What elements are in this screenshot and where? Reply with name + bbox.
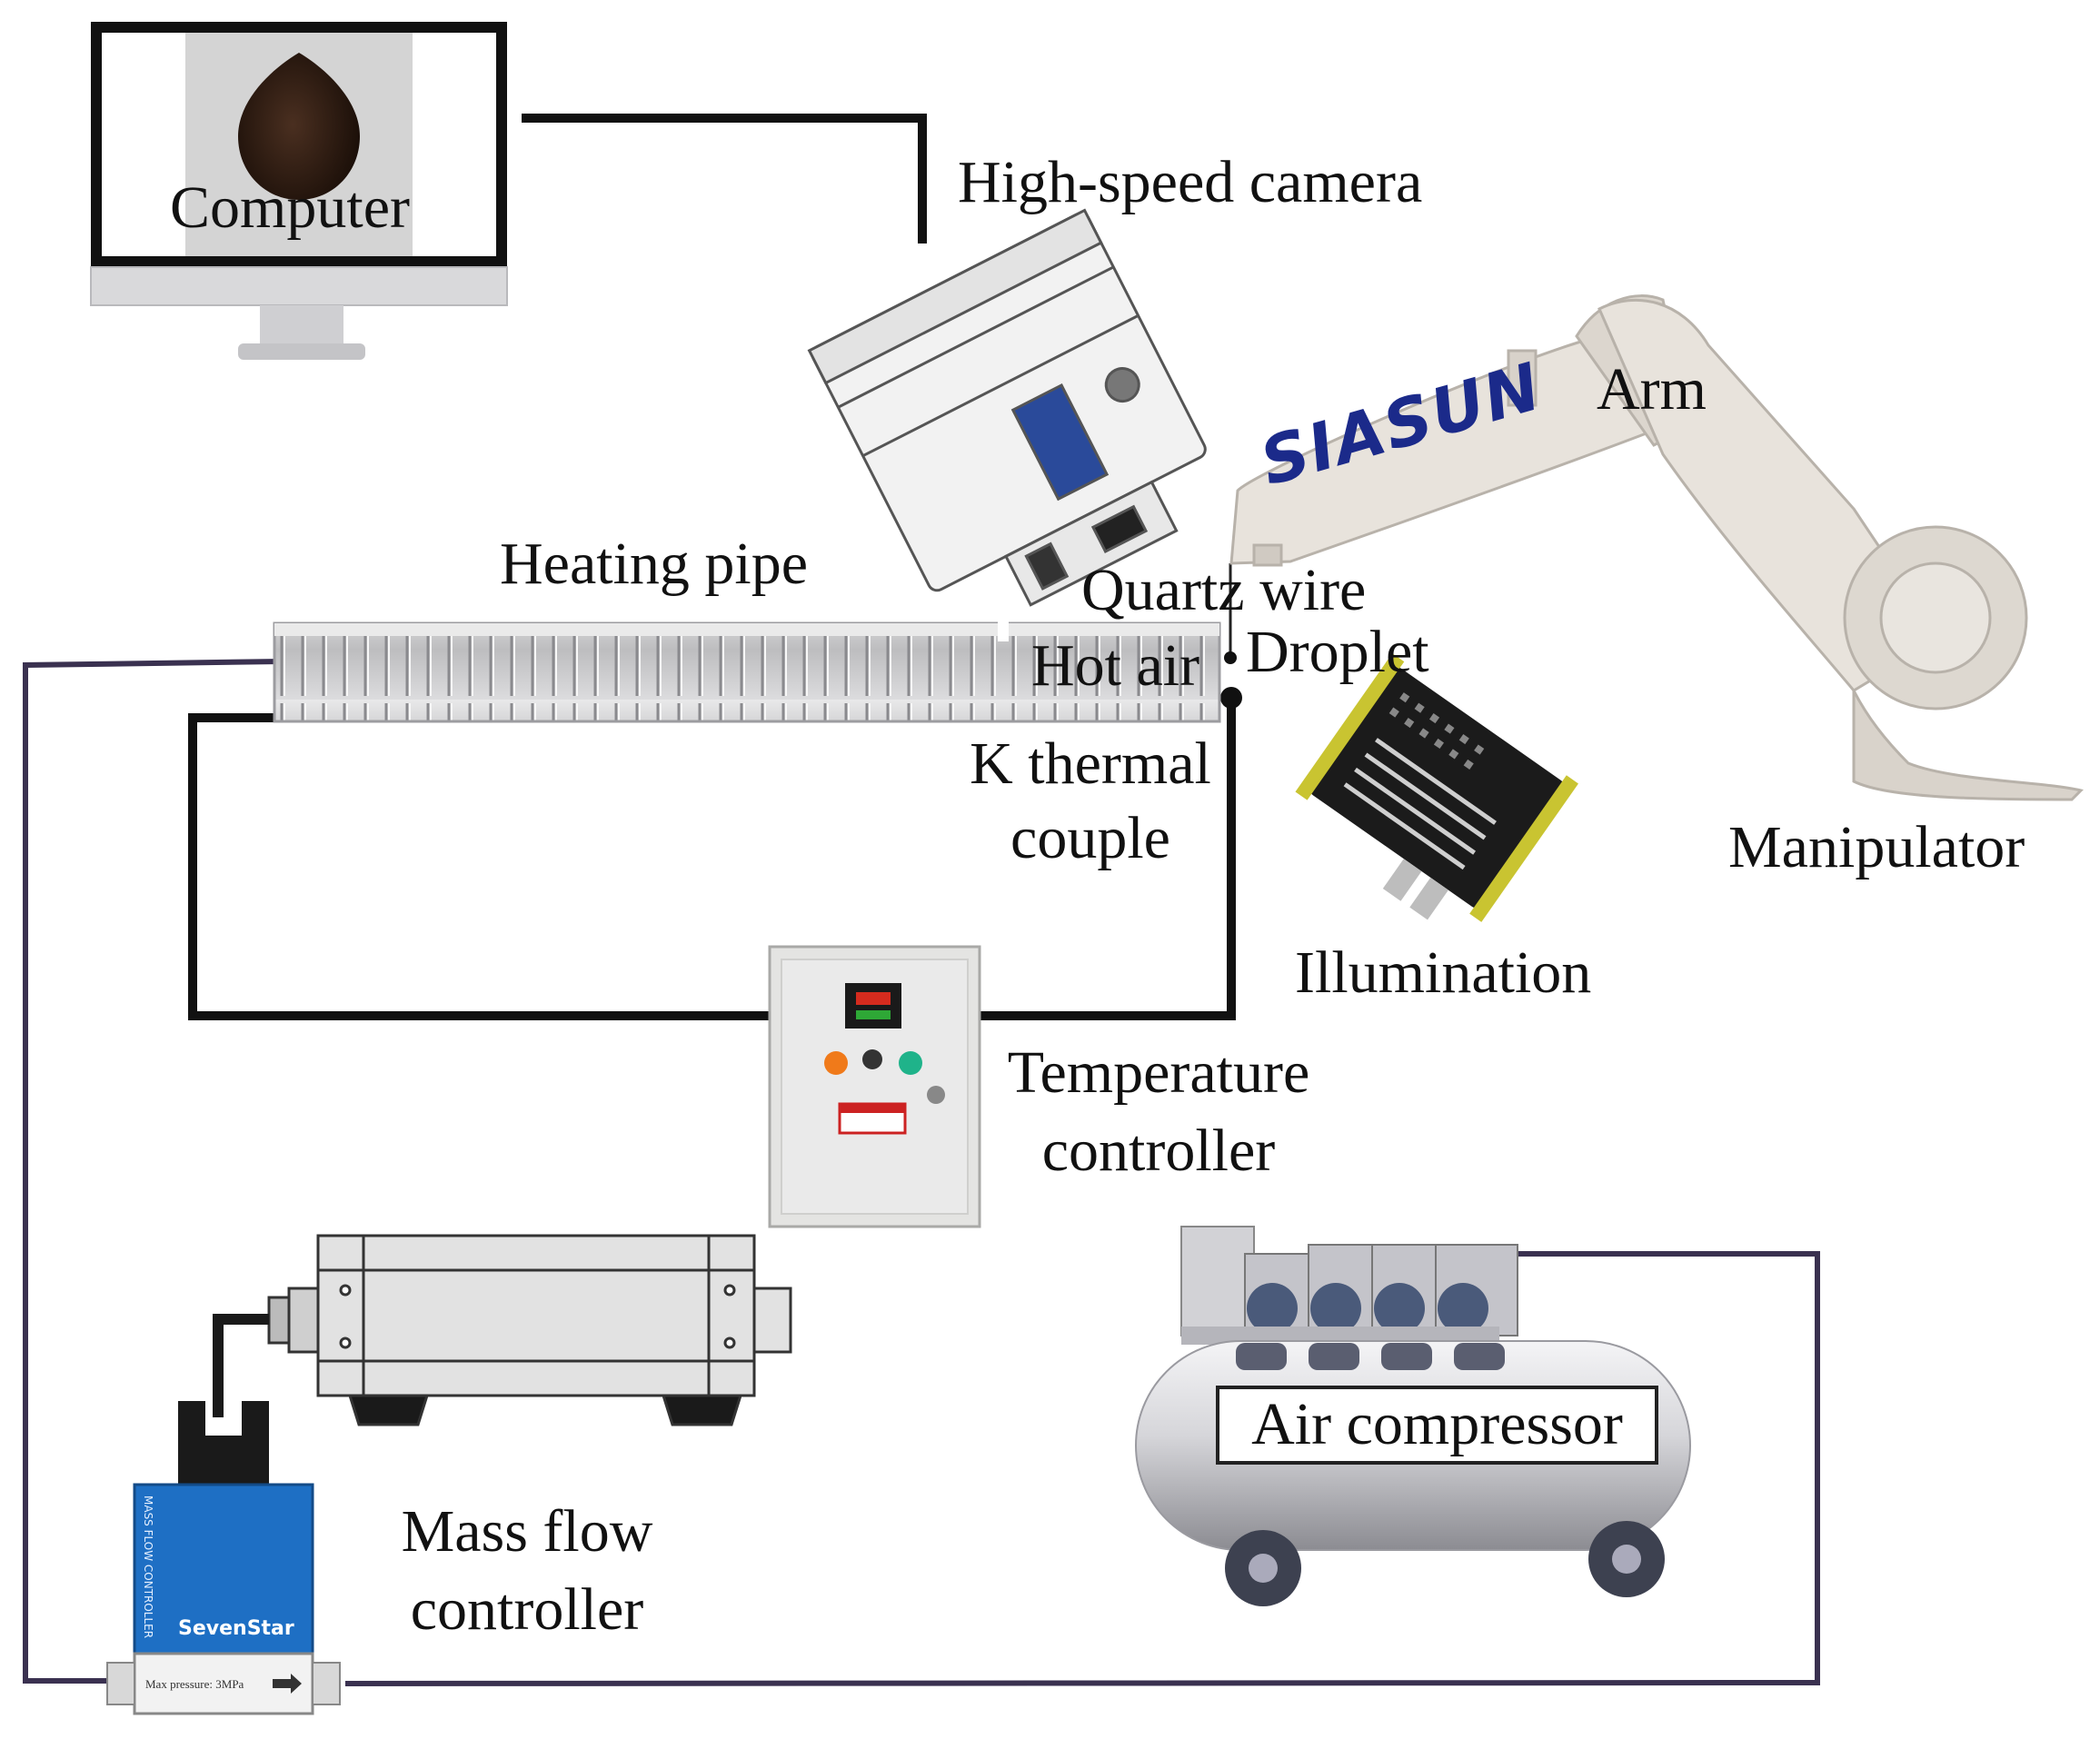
robot-manipulator	[1229, 294, 2084, 801]
computer-monitor	[90, 22, 508, 360]
label-mass-flow-line2: controller	[410, 1576, 644, 1643]
droplet-image	[238, 33, 360, 200]
signal-wires	[188, 114, 1236, 1020]
illumination-panel	[1295, 653, 1578, 922]
thermocouple-tip	[1220, 687, 1242, 709]
heating-pipe	[273, 620, 1221, 723]
label-computer: Computer	[170, 174, 410, 241]
label-temperature-line1: Temperature	[1007, 1039, 1310, 1106]
label-manipulator: Manipulator	[1728, 814, 2025, 880]
heater-unit	[267, 1234, 792, 1426]
mfc-plate-text: Max pressure: 3MPa	[145, 1677, 244, 1691]
label-hot-air: Hot air	[1031, 632, 1200, 699]
label-heating-pipe: Heating pipe	[500, 531, 809, 597]
label-k-thermal-line2: couple	[1010, 805, 1170, 871]
mfc-vertical-text: MASS FLOW CONTROLLER	[142, 1496, 154, 1639]
label-air-compressor: Air compressor	[1216, 1386, 1658, 1465]
label-mass-flow-line1: Mass flow	[401, 1498, 653, 1565]
label-illumination: Illumination	[1295, 939, 1592, 1006]
label-temperature-controller: Temperature controller	[981, 1040, 1336, 1184]
label-droplet: Droplet	[1246, 619, 1429, 685]
high-speed-camera	[807, 208, 1207, 607]
label-temperature-line2: controller	[1041, 1118, 1276, 1184]
label-k-thermal-line1: K thermal	[970, 730, 1211, 797]
droplet-dot	[1224, 651, 1237, 664]
heater-to-mfc-tube	[213, 1314, 269, 1417]
mass-flow-controller-device	[106, 1401, 341, 1715]
label-arm: Arm	[1597, 356, 1707, 422]
label-k-thermal-couple: K thermal couple	[945, 731, 1236, 871]
label-high-speed-camera: High-speed camera	[958, 149, 1423, 215]
compressor-wheels	[1225, 1521, 1665, 1606]
air-supply-line	[23, 659, 1820, 1686]
temperature-controller-box	[768, 945, 981, 1228]
label-quartz-wire: Quartz wire	[1081, 557, 1367, 623]
label-mass-flow-controller: Mass flow controller	[377, 1499, 677, 1643]
mfc-brand-text: SevenStar	[178, 1617, 294, 1640]
